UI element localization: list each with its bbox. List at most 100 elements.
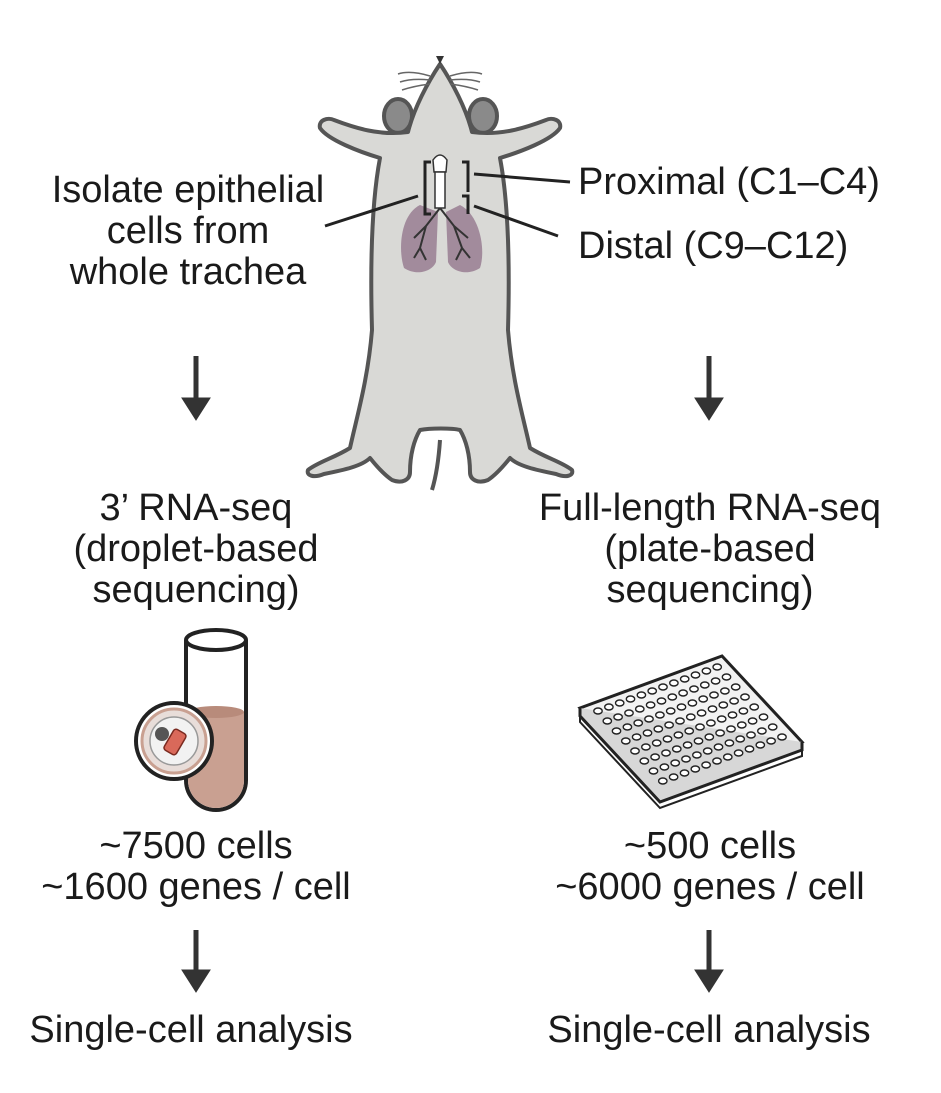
plate-well xyxy=(670,759,681,767)
arrow-icon xyxy=(181,930,211,993)
plate-well xyxy=(685,713,696,721)
plate-method-label: Full-length RNA-seq (plate-based sequenc… xyxy=(538,487,882,611)
isolate-cells-label: Isolate epithelial cells from whole trac… xyxy=(51,169,325,293)
plate-well xyxy=(747,717,758,725)
plate-well xyxy=(651,739,662,747)
plate-well xyxy=(622,723,633,731)
plate-well xyxy=(613,713,623,721)
plate-well xyxy=(668,773,679,781)
plate-well xyxy=(740,693,750,701)
plate-well xyxy=(757,727,767,735)
plate-well xyxy=(709,691,719,699)
plate-well xyxy=(630,747,640,755)
proximal-label: Proximal (C1–C4) xyxy=(578,161,880,203)
plate-well xyxy=(726,725,736,733)
droplet-tube-icon xyxy=(134,628,248,812)
plate-well xyxy=(650,753,660,761)
droplet-result-label: Single-cell analysis xyxy=(29,1009,353,1051)
plate-well xyxy=(642,729,653,737)
plate-well xyxy=(645,701,656,709)
plate-well xyxy=(698,695,709,703)
plate-well xyxy=(676,703,687,711)
plate-well xyxy=(706,719,716,727)
plate-well xyxy=(602,717,613,725)
plate-well xyxy=(659,763,670,771)
plate-well xyxy=(690,765,701,773)
plate-result-label: Single-cell analysis xyxy=(547,1009,871,1051)
plate-well xyxy=(718,701,729,709)
plate-well xyxy=(658,683,668,691)
plate-well xyxy=(657,777,668,785)
plate-wells xyxy=(593,663,787,785)
plate-well xyxy=(593,707,603,715)
plate-well xyxy=(636,691,647,699)
plate-well xyxy=(710,677,721,685)
plate-well xyxy=(662,735,673,743)
plate-well xyxy=(631,733,642,741)
plate-well xyxy=(644,715,654,723)
plate-well xyxy=(712,663,723,671)
plate-well xyxy=(777,733,787,741)
plate-well xyxy=(682,741,693,749)
plate-well xyxy=(744,745,755,753)
plate-well xyxy=(721,673,732,681)
plate-well xyxy=(727,711,738,719)
plate-well xyxy=(704,733,715,741)
plate-well xyxy=(633,719,644,727)
plate-well xyxy=(675,717,685,725)
plate-well xyxy=(713,743,724,751)
plate-stats: ~500 cells ~6000 genes / cell xyxy=(555,825,865,908)
plate-well xyxy=(625,695,636,703)
plate-well xyxy=(689,685,699,693)
plate-well xyxy=(669,679,679,687)
distal-label: Distal (C9–C12) xyxy=(578,225,849,267)
plate-well xyxy=(766,737,776,745)
plate-well xyxy=(692,751,702,759)
plate-well xyxy=(673,731,684,739)
plate-well xyxy=(712,757,722,765)
plate-well xyxy=(701,667,712,675)
trachea-lungs xyxy=(401,154,483,273)
plate-well xyxy=(749,703,760,711)
plate-well xyxy=(620,737,631,745)
plate-well xyxy=(695,723,705,731)
plate-well xyxy=(722,753,733,761)
plate-well xyxy=(738,707,749,715)
droplet-method-label: 3’ RNA-seq (droplet-based sequencing) xyxy=(73,487,319,611)
plate-well xyxy=(736,721,747,729)
plate-well xyxy=(735,735,746,743)
arrow-icon xyxy=(694,356,724,421)
arrow-icon xyxy=(694,930,724,993)
plate-well xyxy=(715,729,725,737)
plate-well xyxy=(655,711,665,719)
plate-well xyxy=(707,705,718,713)
plate-well xyxy=(684,727,695,735)
plate-well xyxy=(687,699,698,707)
plate-well xyxy=(671,745,682,753)
plate-well xyxy=(724,739,735,747)
plate-well xyxy=(665,707,676,715)
plate-well xyxy=(733,749,744,757)
plate-well xyxy=(647,687,658,695)
plate-well xyxy=(746,731,756,739)
plate-well xyxy=(679,769,690,777)
proximal-leader-line xyxy=(473,172,571,184)
plate-well xyxy=(634,705,645,713)
plate-well xyxy=(720,687,730,695)
plate-well xyxy=(679,675,690,683)
plate-well xyxy=(690,671,701,679)
plate-well xyxy=(656,697,667,705)
mouse-illustration xyxy=(305,56,575,491)
well-plate-icon xyxy=(577,654,805,810)
plate-well xyxy=(702,747,713,755)
plate-well xyxy=(653,725,664,733)
left-leader-line xyxy=(324,194,419,228)
plate-well xyxy=(699,681,710,689)
plate-well xyxy=(667,693,678,701)
plate-well xyxy=(641,743,651,751)
plate-well xyxy=(755,741,766,749)
arrow-icon xyxy=(181,356,211,421)
plate-well xyxy=(604,703,614,711)
